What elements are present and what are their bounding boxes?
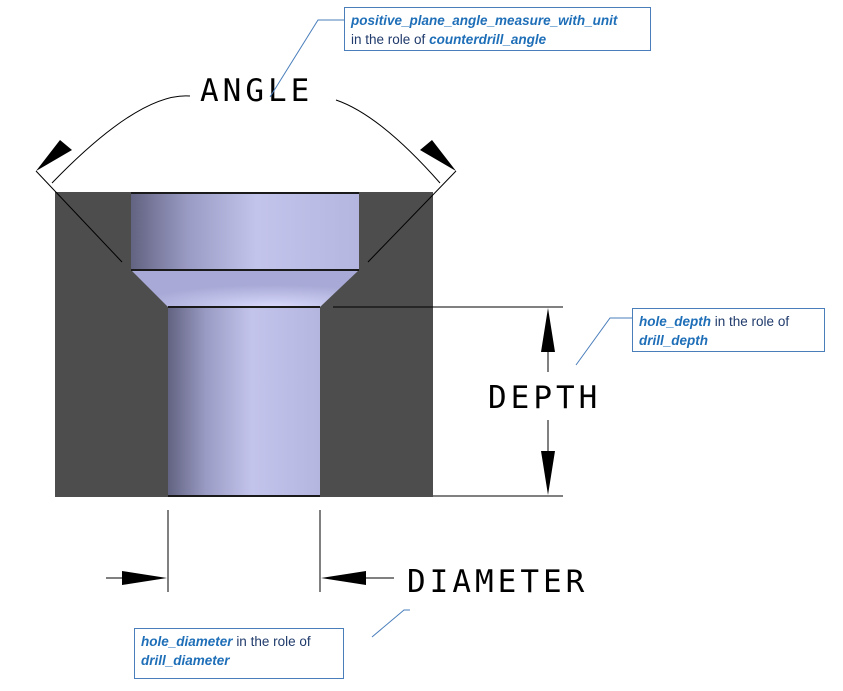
- callout-angle: positive_plane_angle_measure_with_unit i…: [344, 7, 651, 51]
- callout-depth-connector: in the role of: [714, 314, 790, 329]
- callout-angle-connector: in the role of: [351, 32, 426, 47]
- diameter-label: DIAMETER: [407, 564, 588, 600]
- callout-depth: hole_depth in the role of drill_depth: [632, 308, 825, 352]
- callout-angle-role: counterdrill_angle: [429, 32, 547, 47]
- depth-arrowhead-bottom: [541, 451, 555, 495]
- depth-extension-lines: [333, 306, 563, 497]
- counterdrill-cylinder: [131, 192, 359, 270]
- callout-depth-role: drill_depth: [639, 333, 709, 348]
- diameter-arrowhead-left: [122, 571, 167, 585]
- callout-diameter-term: hole_diameter: [141, 634, 233, 649]
- diameter-arrowhead-right: [321, 571, 366, 585]
- callout-depth-term: hole_depth: [639, 314, 712, 329]
- angle-arrowhead-left: [36, 140, 72, 171]
- callout-diameter-connector: in the role of: [236, 634, 311, 649]
- angle-arc-right: [335, 99, 441, 184]
- callout-diameter: hole_diameter in the role of drill_diame…: [134, 628, 344, 679]
- callout-angle-term: positive_plane_angle_measure_with_unit: [351, 13, 618, 28]
- callout-diameter-role: drill_diameter: [141, 653, 230, 668]
- angle-arrowhead-right: [420, 140, 456, 171]
- angle-label: ANGLE: [200, 73, 313, 109]
- depth-label: DEPTH: [488, 380, 601, 416]
- angle-arc: [51, 95, 191, 184]
- counterdrill-cone: [131, 270, 359, 307]
- callout-leaders: [269, 19, 632, 638]
- angle-extension-lines: [35, 170, 457, 263]
- hole-edges: [131, 192, 359, 497]
- diameter-extension-lines: [106, 510, 394, 592]
- depth-arrowhead-top: [541, 308, 555, 352]
- drill-cylinder: [168, 307, 320, 497]
